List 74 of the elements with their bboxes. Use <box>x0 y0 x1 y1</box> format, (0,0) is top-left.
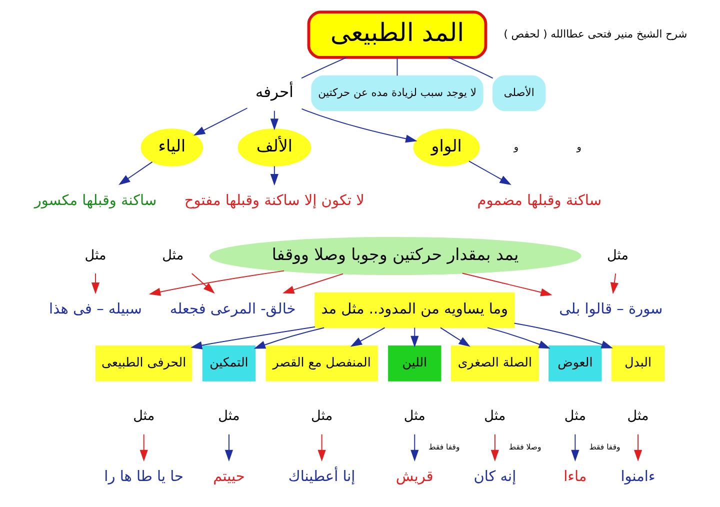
node-text: مثل <box>84 248 106 264</box>
node-box: اللين <box>388 346 442 382</box>
node-text: مثل <box>162 248 184 264</box>
arrow <box>462 272 552 296</box>
node-box: الأصلى <box>492 75 546 112</box>
node-text: مثل <box>311 408 333 424</box>
node-box: العوض <box>548 346 602 382</box>
node-box: البدل <box>611 346 665 382</box>
node-text: مثل <box>484 408 506 424</box>
node-text: خالق- المرعى فجعله <box>170 302 296 318</box>
arrow <box>191 273 215 294</box>
arrow <box>270 166 278 186</box>
arrow <box>282 273 344 294</box>
node-text: ءامنوا <box>620 468 656 485</box>
node-text: سبيله – فى هذا <box>49 302 142 318</box>
arrow <box>410 434 419 462</box>
label: شرح الشيخ منير فتحى عطاالله ( لحفص ) <box>504 27 688 40</box>
node-text: مثل <box>404 408 426 424</box>
arrow <box>468 160 512 185</box>
label: و <box>576 142 582 153</box>
connector <box>396 57 398 76</box>
node-box: الحرفى الطبيعى <box>96 346 192 382</box>
edge-label: وصلا فقط <box>508 442 542 452</box>
arrow <box>140 434 148 462</box>
node-text: حييتم <box>213 468 245 485</box>
arrow <box>318 434 326 462</box>
arrow <box>410 327 419 348</box>
arrow <box>487 327 550 349</box>
node-text: سورة – قالوا بلى <box>559 302 663 318</box>
arrow <box>571 434 580 462</box>
arrow <box>224 434 234 462</box>
arrow <box>91 273 100 294</box>
node-ellipse: الألف <box>238 128 312 167</box>
node-text: مثل <box>564 408 586 424</box>
edge-label: وقفا فقط <box>428 442 460 452</box>
node-text: مثل <box>218 408 240 424</box>
arrow <box>490 434 499 462</box>
label: و <box>514 142 519 153</box>
node-text: لا تكون إلا ساكنة وقبلها مفتوح <box>184 193 364 210</box>
node-text: إنا أعطيناك <box>288 468 356 485</box>
arrow <box>514 322 613 348</box>
node-ellipse: الواو <box>413 128 480 167</box>
node-text: ماءا <box>564 468 587 485</box>
node-text: مثل <box>133 408 155 424</box>
arrow <box>301 108 418 143</box>
connector <box>448 57 494 79</box>
arrow <box>634 434 642 462</box>
node-ellipse: الياء <box>140 128 203 167</box>
node-text: ساكنة وقبلها مضموم <box>477 193 602 210</box>
arrow <box>350 327 386 347</box>
arrow <box>254 327 325 349</box>
node-box: المد الطبيعى <box>307 10 488 59</box>
node-box: الصلة الصغرى <box>450 346 539 382</box>
arrow <box>190 326 316 350</box>
arrow <box>440 327 470 347</box>
arrow <box>148 270 285 296</box>
arrow <box>270 110 278 130</box>
node-text: أحرفه <box>255 82 294 101</box>
node-text: مثل <box>627 408 649 424</box>
edge-label: وقفا فقط <box>589 442 620 452</box>
node-text: إنه كان <box>474 468 516 485</box>
node-text: قريش <box>396 468 434 485</box>
node-box: لا يوجد سبب لزيادة مده عن حركتين <box>311 75 484 112</box>
connector <box>301 57 346 79</box>
node-text: ساكنة وقبلها مكسور <box>34 193 157 210</box>
node-box: وما يساويه من المدود.. مثل مد <box>314 292 515 328</box>
arrow <box>193 108 248 136</box>
arrow <box>610 273 618 294</box>
arrow <box>118 161 153 186</box>
node-text: مثل <box>606 248 629 264</box>
node-box: التمكين <box>202 346 256 382</box>
node-ellipse: يمد بمقدار حركتين وجوبا وصلا ووقفا <box>209 236 582 276</box>
node-box: المنفصل مع القصر <box>266 346 378 382</box>
node-text: حا يا طا ها را <box>104 468 184 485</box>
